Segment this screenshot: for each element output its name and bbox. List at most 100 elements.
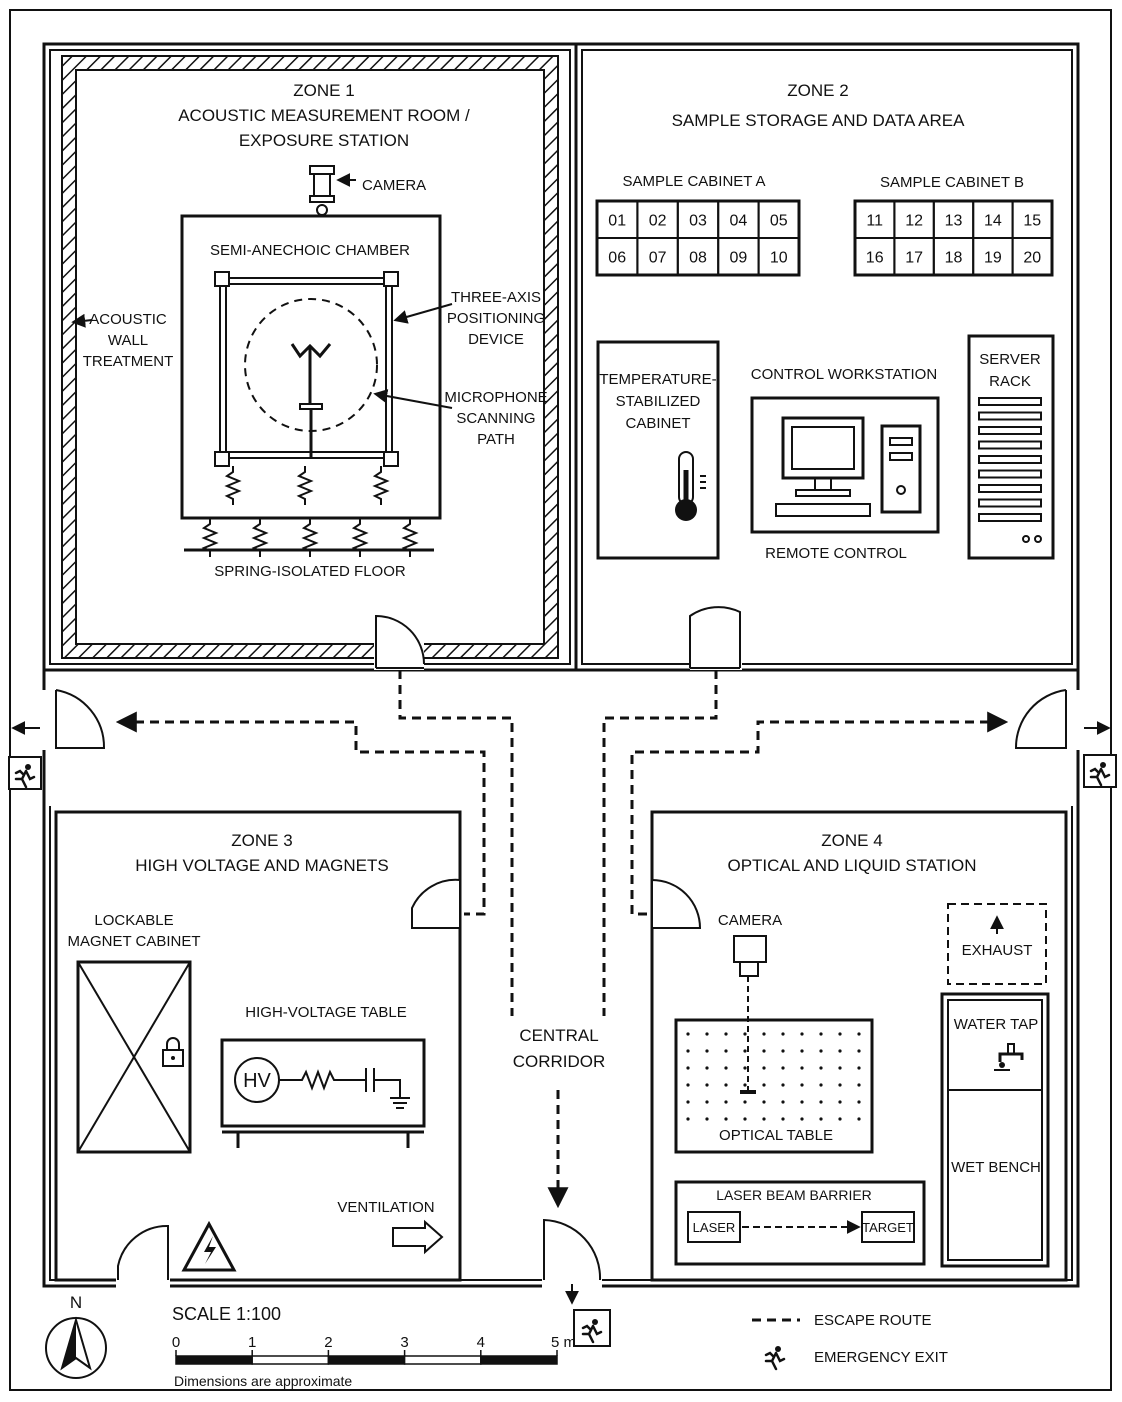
scale-label: SCALE 1:100 [172, 1304, 281, 1324]
hazard-icon [181, 1220, 237, 1272]
table-hole [762, 1100, 766, 1104]
magnet-cabinet [76, 960, 192, 1154]
table-hole [743, 1032, 747, 1036]
table-hole [724, 1066, 728, 1070]
zone4-entry-door[interactable] [651, 878, 702, 929]
exhaust-hood [947, 903, 1047, 985]
temp-cabinet-2: STABILIZED [616, 393, 701, 410]
zone1-subtitle-2: EXPOSURE STATION [239, 131, 409, 150]
cabinet-cell-label: 09 [730, 250, 748, 267]
lock-icon [162, 1037, 184, 1067]
cabinet-cell-label: 03 [689, 213, 707, 230]
table-hole [857, 1032, 861, 1036]
table-hole [838, 1100, 842, 1104]
camera-icon [309, 165, 335, 216]
cabinet-b-label: SAMPLE CABINET B [880, 174, 1024, 191]
table-hole [762, 1032, 766, 1036]
table-hole [838, 1117, 842, 1121]
cabinet-cell-label: 17 [905, 250, 923, 267]
laser-barrier-label: LASER BEAM BARRIER [716, 1187, 872, 1203]
table-hole [857, 1083, 861, 1087]
table-hole [781, 1066, 785, 1070]
temperature-cabinet [596, 340, 720, 560]
scale-tick-label: 0 [172, 1334, 180, 1351]
zone2-door[interactable] [689, 606, 742, 670]
table-hole [819, 1049, 823, 1053]
cabinet-cell-label: 14 [984, 213, 1002, 230]
positioning-3: DEVICE [468, 331, 524, 348]
magnet-cabinet-2: MAGNET CABINET [67, 933, 200, 950]
table-hole [762, 1066, 766, 1070]
scale-tick-label: 3 [400, 1334, 408, 1351]
legend-escape-label: ESCAPE ROUTE [814, 1312, 932, 1329]
wall-treatment-3: TREATMENT [83, 353, 174, 370]
table-hole [819, 1083, 823, 1087]
optical-table-label: OPTICAL TABLE [719, 1127, 833, 1144]
cabinet-cell-label: 20 [1023, 250, 1041, 267]
table-hole [743, 1066, 747, 1070]
table-hole [819, 1032, 823, 1036]
table-hole [686, 1049, 690, 1053]
west-exit-icon [8, 756, 42, 790]
table-hole [705, 1100, 709, 1104]
scale-tick-label: 4 [477, 1334, 485, 1351]
temp-cabinet-1: TEMPERATURE- [599, 371, 716, 388]
server-slots [978, 397, 1042, 522]
table-hole [705, 1049, 709, 1053]
table-hole [762, 1083, 766, 1087]
table-hole [724, 1117, 728, 1121]
positioning-2: POSITIONING [447, 310, 545, 327]
target-label: TARGET [862, 1220, 914, 1235]
cabinet-cell-label: 10 [770, 250, 788, 267]
rack-slot [978, 484, 1042, 493]
table-hole [857, 1066, 861, 1070]
rack-slot [978, 455, 1042, 464]
remote-control-label: REMOTE CONTROL [765, 545, 907, 562]
water-tap-label: WATER TAP [954, 1016, 1038, 1033]
zone3-entry-door[interactable] [411, 878, 461, 929]
zone4-camera-label: CAMERA [718, 912, 782, 929]
workstation-label: CONTROL WORKSTATION [751, 366, 937, 383]
table-hole [686, 1117, 690, 1121]
table-hole [838, 1066, 842, 1070]
west-exit-door[interactable] [38, 689, 106, 750]
zone-3: ZONE 3 HIGH VOLTAGE AND MAGNETS LOCKABLE… [54, 810, 462, 1290]
wet-bench-label: WET BENCH [951, 1159, 1041, 1176]
rack-slot [978, 426, 1042, 435]
scale-tick-label: 5 m [551, 1334, 576, 1351]
east-exit-door[interactable] [1014, 689, 1084, 750]
zone1-door[interactable] [374, 614, 425, 670]
zone4-subtitle: OPTICAL AND LIQUID STATION [727, 856, 976, 875]
cabinet-cell-label: 12 [905, 213, 923, 230]
table-hole [781, 1100, 785, 1104]
computer-icon [775, 416, 922, 517]
optical-table-holes [686, 1032, 861, 1121]
zone-2: ZONE 2 SAMPLE STORAGE AND DATA AREA SAMP… [595, 81, 1055, 670]
microphone-icon [290, 343, 332, 458]
temp-cabinet-3: CABINET [625, 415, 690, 432]
compass-icon: N [45, 1293, 107, 1379]
zone-4: ZONE 4 OPTICAL AND LIQUID STATION CAMERA… [650, 810, 1068, 1282]
cabinet-cell-label: 15 [1023, 213, 1041, 230]
east-exit-icon [1083, 754, 1117, 788]
cabinet-cell-label: 07 [649, 250, 667, 267]
table-hole [724, 1083, 728, 1087]
scale-note: Dimensions are approximate [174, 1373, 352, 1389]
positioning-1: THREE-AXIS [451, 289, 541, 306]
cabinet-cell-label: 19 [984, 250, 1002, 267]
rack-slot [978, 397, 1042, 406]
rack-slot [978, 498, 1042, 508]
cabinet-cell-label: 06 [608, 250, 626, 267]
server-label-1: SERVER [979, 351, 1041, 368]
hv-table-label: HIGH-VOLTAGE TABLE [245, 1004, 406, 1021]
table-hole [781, 1049, 785, 1053]
south-exit-door[interactable] [542, 1218, 602, 1292]
corridor-label-1: CENTRAL [519, 1026, 598, 1045]
microphone-1: MICROPHONE [444, 389, 547, 406]
camera-icon [733, 935, 767, 977]
cabinet-a-label: SAMPLE CABINET A [622, 173, 765, 190]
tap-icon [994, 1043, 1024, 1071]
zone3-exit-door[interactable] [116, 1224, 170, 1290]
